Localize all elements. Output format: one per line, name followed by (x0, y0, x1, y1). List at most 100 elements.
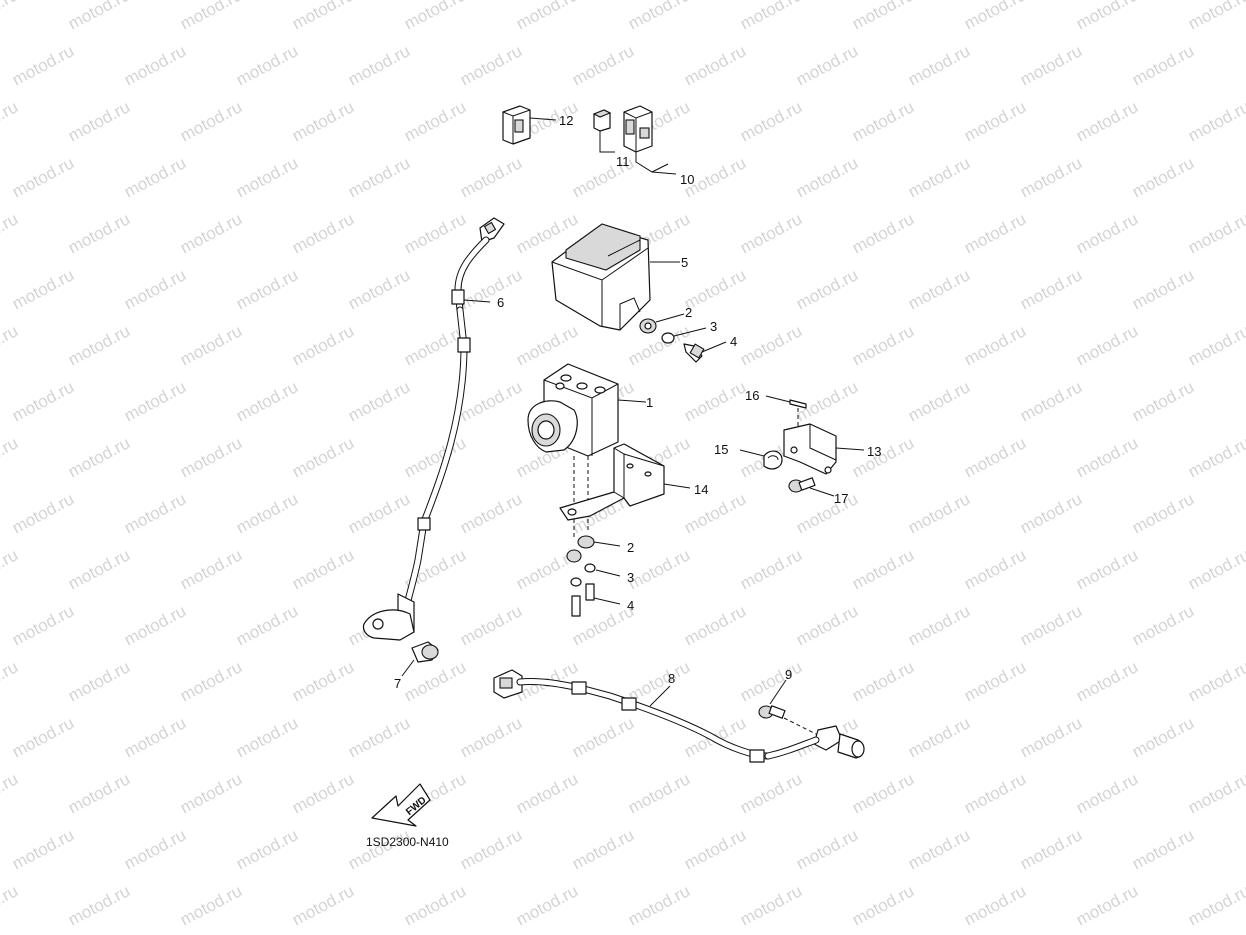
part-7-sensor-bolt[interactable] (362, 609, 439, 677)
watermark-text: motod.ru (401, 0, 469, 34)
callout-12[interactable]: 12 (559, 113, 573, 128)
watermark-text: motod.ru (1129, 265, 1197, 313)
callout-14[interactable]: 14 (694, 482, 708, 497)
part-11-fuse[interactable] (592, 109, 615, 153)
watermark-text: motod.ru (513, 321, 581, 369)
watermark-text: motod.ru (737, 0, 805, 34)
watermark-text: motod.ru (1073, 97, 1141, 145)
watermark-text: motod.ru (9, 713, 77, 761)
watermark-text: motod.ru (121, 489, 189, 537)
part-8-rear-sensor-lead[interactable] (493, 669, 772, 763)
watermark-text: motod.ru (737, 321, 805, 369)
callout-9[interactable]: 9 (785, 667, 792, 682)
callout-3-lower[interactable]: 3 (627, 570, 634, 585)
watermark-text: motod.ru (9, 601, 77, 649)
watermark-text: motod.ru (1073, 433, 1141, 481)
callout-4-top[interactable]: 4 (730, 334, 737, 349)
watermark-text: motod.ru (65, 0, 133, 34)
watermark-text: motod.ru (233, 41, 301, 89)
part-1-hydraulic-unit[interactable] (527, 363, 647, 540)
part-12-relay[interactable] (502, 105, 557, 145)
watermark-text: motod.ru (1185, 657, 1246, 705)
part-15-clip[interactable] (739, 449, 783, 470)
watermark-text: motod.ru (177, 881, 245, 929)
callout-10[interactable]: 10 (680, 172, 694, 187)
watermark-text: motod.ru (1185, 209, 1246, 257)
part-13-stay[interactable] (783, 423, 865, 475)
part-10-relay-block[interactable] (623, 105, 677, 175)
watermark-text: motod.ru (1185, 545, 1246, 593)
watermark-text: motod.ru (177, 321, 245, 369)
watermark-text: motod.ru (569, 41, 637, 89)
callout-4-lower[interactable]: 4 (627, 598, 634, 613)
part-5-hydraulic-unit-cover[interactable] (551, 223, 680, 331)
watermark-text: motod.ru (905, 601, 973, 649)
watermark-text: motod.ru (961, 769, 1029, 817)
watermark-text: motod.ru (233, 601, 301, 649)
callout-2-lower[interactable]: 2 (627, 540, 634, 555)
callout-17[interactable]: 17 (834, 491, 848, 506)
watermark-text: motod.ru (65, 97, 133, 145)
callout-11[interactable]: 11 (616, 154, 630, 169)
watermark-text: motod.ru (65, 433, 133, 481)
callout-16[interactable]: 16 (745, 388, 759, 403)
watermark-text: motod.ru (1017, 377, 1085, 425)
callout-1[interactable]: 1 (646, 395, 653, 410)
part-3-collar-top[interactable] (661, 327, 707, 344)
callout-6[interactable]: 6 (497, 295, 504, 310)
watermark-text: motod.ru (961, 321, 1029, 369)
watermark-text: motod.ru (737, 657, 805, 705)
watermark-text: motod.ru (1185, 97, 1246, 145)
part-6-front-sensor-lead[interactable] (397, 217, 505, 641)
callout-8[interactable]: 8 (668, 671, 675, 686)
watermark-text: motod.ru (849, 545, 917, 593)
part-2-grommet-lower[interactable] (566, 535, 621, 563)
watermark-text: motod.ru (289, 321, 357, 369)
part-4-bolt-lower[interactable] (571, 583, 621, 617)
callout-7[interactable]: 7 (394, 676, 401, 691)
callout-15[interactable]: 15 (714, 442, 728, 457)
watermark-text: motod.ru (737, 769, 805, 817)
watermark-text: motod.ru (961, 97, 1029, 145)
watermark-text: motod.ru (9, 825, 77, 873)
callout-3-top[interactable]: 3 (710, 319, 717, 334)
watermark-text: motod.ru (793, 825, 861, 873)
part-2-grommet-top[interactable] (639, 313, 685, 334)
watermark-text: motod.ru (345, 713, 413, 761)
watermark-text: motod.ru (1073, 321, 1141, 369)
watermark-text: motod.ru (1073, 769, 1141, 817)
watermark-text: motod.ru (961, 881, 1029, 929)
part-14-bracket[interactable] (559, 443, 691, 521)
watermark-text: motod.ru (1073, 209, 1141, 257)
watermark-text: motod.ru (1017, 265, 1085, 313)
watermark-text: motod.ru (513, 0, 581, 34)
watermark-text: motod.ru (1185, 321, 1246, 369)
callout-13[interactable]: 13 (867, 444, 881, 459)
watermark-text: motod.ru (849, 209, 917, 257)
watermark-text: motod.ru (0, 0, 21, 34)
part-3-collar-lower[interactable] (570, 563, 621, 587)
watermark-text: motod.ru (121, 377, 189, 425)
watermark-text: motod.ru (1017, 153, 1085, 201)
part-9-rear-sensor-bolt[interactable] (758, 679, 821, 737)
watermark-text: motod.ru (905, 265, 973, 313)
watermark-text: motod.ru (625, 0, 693, 34)
watermark-text: motod.ru (289, 881, 357, 929)
watermark-text: motod.ru (401, 433, 469, 481)
forward-direction-arrow: FWD (371, 783, 431, 827)
watermark-text: motod.ru (625, 545, 693, 593)
callout-2-top[interactable]: 2 (685, 305, 692, 320)
rear-wheel-sensor[interactable] (764, 725, 865, 760)
watermark-text: motod.ru (905, 489, 973, 537)
callout-5[interactable]: 5 (681, 255, 688, 270)
watermark-text: motod.ru (9, 265, 77, 313)
watermark-text: motod.ru (1185, 433, 1246, 481)
watermark-text: motod.ru (849, 321, 917, 369)
part-4-bolt-top[interactable] (683, 341, 727, 363)
watermark-text: motod.ru (737, 545, 805, 593)
part-17-bolt[interactable] (788, 477, 835, 497)
watermark-text: motod.ru (849, 769, 917, 817)
watermark-text: motod.ru (513, 881, 581, 929)
watermark-text: motod.ru (289, 657, 357, 705)
watermark-text: motod.ru (345, 41, 413, 89)
